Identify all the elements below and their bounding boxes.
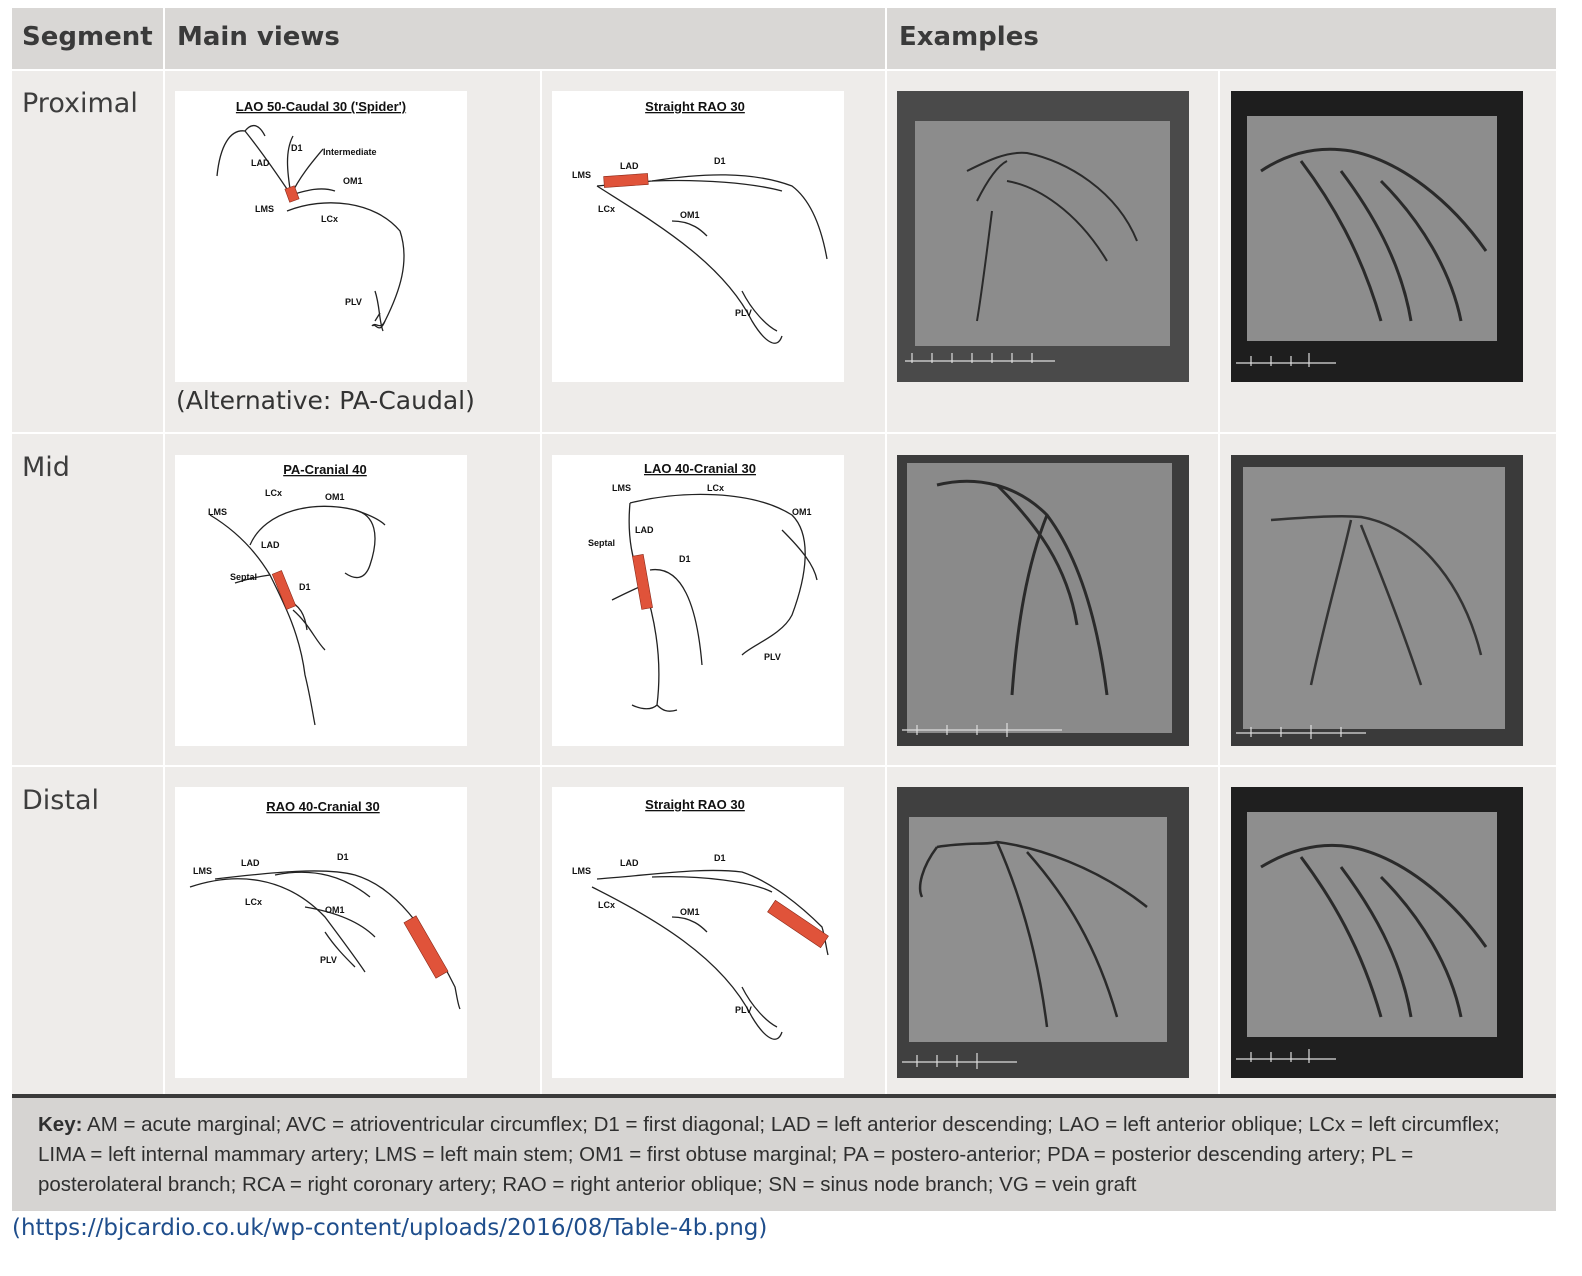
vessel-label: LAD <box>635 525 654 535</box>
vessel-label: LMS <box>255 204 274 214</box>
vessel-label: LMS <box>572 866 591 876</box>
vessel-label: LCx <box>265 488 282 498</box>
vessel-label: LMS <box>208 507 227 517</box>
vessel-label: D1 <box>679 554 691 564</box>
diagram-lao50-caudal30: LAO 50-Caudal 30 ('Spider') LAD D1 Inter… <box>175 91 467 382</box>
segment-distal: Distal <box>22 785 99 816</box>
vessel-label: PLV <box>735 308 752 318</box>
angiogram-example-proximal-2 <box>1231 91 1523 382</box>
diagram-title: PA-Cranial 40 <box>283 462 367 477</box>
vessel-label: D1 <box>714 156 726 166</box>
angiogram-example-mid-1 <box>897 455 1189 746</box>
source-link[interactable]: (https://bjcardio.co.uk/wp-content/uploa… <box>12 1215 768 1241</box>
angiogram-example-distal-1 <box>897 787 1189 1078</box>
diagram-title: LAO 40-Cranial 30 <box>644 461 756 476</box>
vessel-label: LCx <box>245 897 262 907</box>
vessel-label: LAD <box>620 161 639 171</box>
table-header <box>12 8 1556 69</box>
vessel-label: PLV <box>764 652 781 662</box>
key-text: Key: AM = acute marginal; AVC = atrioven… <box>38 1110 1528 1200</box>
vessel-label: PLV <box>320 955 337 965</box>
col-divider <box>885 8 887 1094</box>
vessel-label: D1 <box>337 852 349 862</box>
vessel-label: LMS <box>612 483 631 493</box>
vessel-label: LCx <box>321 214 338 224</box>
alternative-view-note: (Alternative: PA-Caudal) <box>176 386 475 415</box>
key-box <box>12 1094 1556 1211</box>
diagram-lao40-cranial30: LAO 40-Cranial 30 LMS LCx OM1 LAD Septal… <box>552 455 844 746</box>
vessel-label: PLV <box>735 1005 752 1015</box>
col-divider <box>540 71 542 1094</box>
segment-mid: Mid <box>22 452 70 483</box>
vessel-label: Septal <box>230 572 257 582</box>
key-definitions: AM = acute marginal; AVC = atrioventricu… <box>38 1113 1500 1196</box>
vessel-label: LMS <box>193 866 212 876</box>
header-examples: Examples <box>899 22 1039 52</box>
diagram-title: LAO 50-Caudal 30 ('Spider') <box>236 99 406 114</box>
angiogram-example-distal-2 <box>1231 787 1523 1078</box>
vessel-label: Septal <box>588 538 615 548</box>
vessel-label: D1 <box>714 853 726 863</box>
diagram-straight-rao30-proximal: Straight RAO 30 LMS LAD D1 LCx OM1 PLV <box>552 91 844 382</box>
vessel-label: D1 <box>291 143 303 153</box>
diagram-title: RAO 40-Cranial 30 <box>266 799 379 814</box>
diagram-pa-cranial40: PA-Cranial 40 LCx OM1 LMS LAD Septal D1 <box>175 455 467 746</box>
vessel-label: LMS <box>572 170 591 180</box>
vessel-label: OM1 <box>343 176 363 186</box>
diagram-rao40-cranial30: RAO 40-Cranial 30 LMS LAD D1 LCx OM1 PLV <box>175 787 467 1078</box>
vessel-label: Intermediate <box>323 147 377 157</box>
vessel-label: PLV <box>345 297 362 307</box>
key-label: Key: <box>38 1113 83 1136</box>
vessel-label: D1 <box>299 582 311 592</box>
vessel-label: LCx <box>598 900 615 910</box>
diagram-title: Straight RAO 30 <box>645 99 745 114</box>
vessel-label: OM1 <box>680 907 700 917</box>
vessel-label: OM1 <box>325 905 345 915</box>
header-segment: Segment <box>22 22 153 52</box>
vessel-label: LAD <box>261 540 280 550</box>
header-main-views: Main views <box>177 22 340 52</box>
angiogram-example-proximal-1 <box>897 91 1189 382</box>
vessel-label: LAD <box>251 158 270 168</box>
diagram-straight-rao30-distal: Straight RAO 30 LMS LAD D1 LCx OM1 PLV <box>552 787 844 1078</box>
vessel-label: LAD <box>620 858 639 868</box>
diagram-title: Straight RAO 30 <box>645 797 745 812</box>
segment-proximal: Proximal <box>22 88 138 119</box>
vessel-label: OM1 <box>680 210 700 220</box>
vessel-label: LCx <box>707 483 724 493</box>
vessel-label: LAD <box>241 858 260 868</box>
vessel-label: OM1 <box>792 507 812 517</box>
angiogram-example-mid-2 <box>1231 455 1523 746</box>
col-divider <box>163 8 165 1094</box>
vessel-label: LCx <box>598 204 615 214</box>
col-divider <box>1218 71 1220 1094</box>
vessel-label: OM1 <box>325 492 345 502</box>
